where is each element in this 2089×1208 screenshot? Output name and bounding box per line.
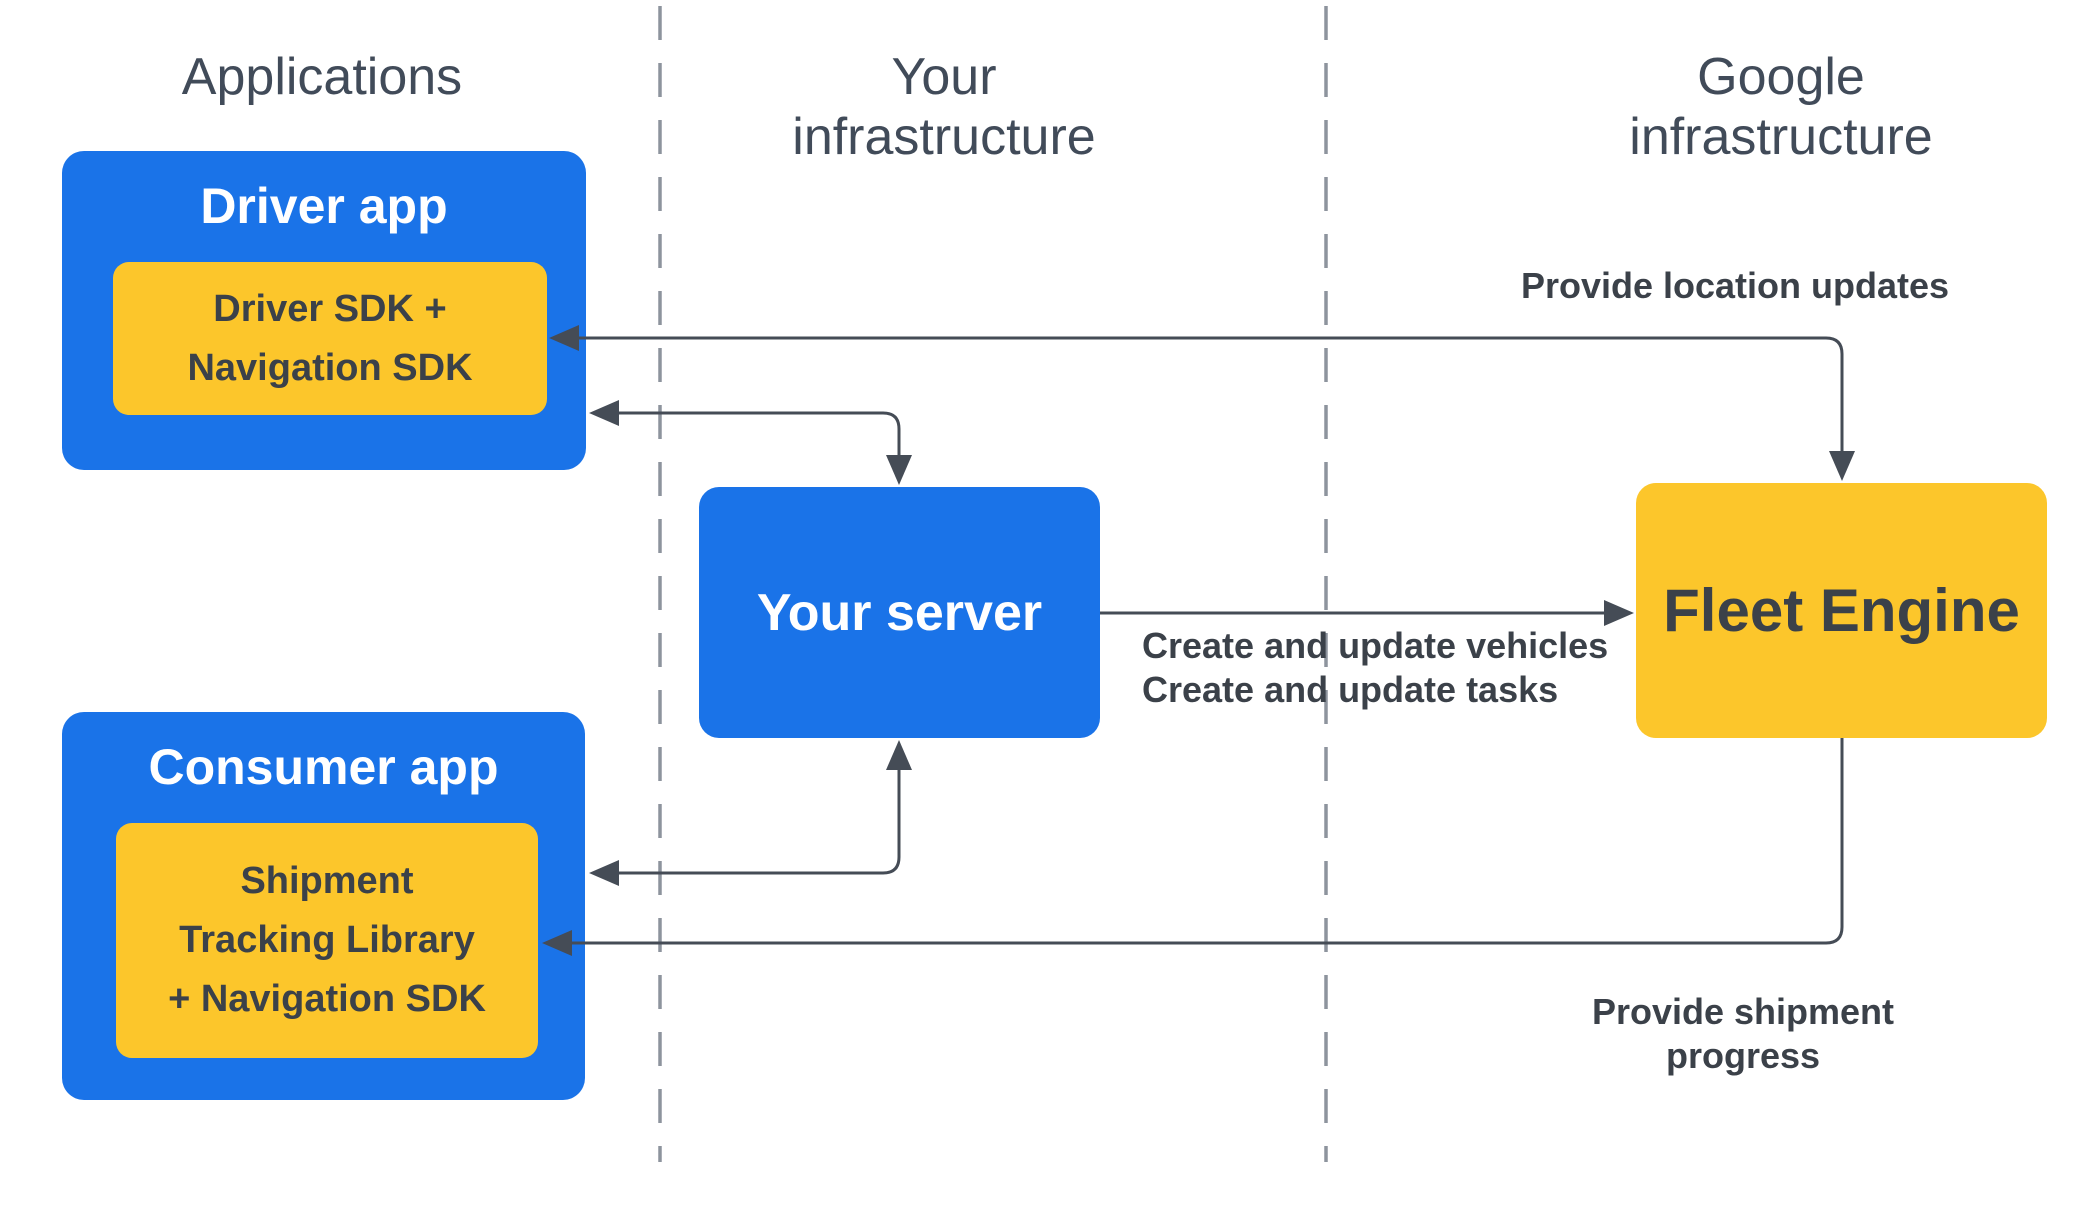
driver-sdk-line1: Driver SDK + <box>213 287 447 330</box>
edge-provide-location-updates <box>575 336 1844 455</box>
driver-app-title: Driver app <box>200 178 448 234</box>
fleet-engine-title: Fleet Engine <box>1663 577 2020 644</box>
shipment-tracking-library-node: Shipment Tracking Library + Navigation S… <box>116 823 538 1058</box>
arrowhead-into-your-server-top <box>886 455 912 485</box>
label-create-update-vehicles: Create and update vehicles <box>1142 625 1609 666</box>
driver-sdk-node: Driver SDK + Navigation SDK <box>113 262 547 415</box>
column-header-your-infrastructure: Your infrastructure <box>792 48 1096 166</box>
arrowhead-into-driver-app <box>589 400 619 426</box>
shipment-tracking-line2: Tracking Library <box>179 919 475 961</box>
driver-app-node: Driver app Driver SDK + Navigation SDK <box>62 151 586 470</box>
column-header-google-infrastructure: Google infrastructure <box>1629 48 1933 166</box>
your-server-title: Your server <box>756 583 1043 642</box>
edge-consumer-app-your-server <box>615 767 901 875</box>
shipment-tracking-line1: Shipment <box>240 860 414 902</box>
arrowhead-into-your-server-bottom <box>886 740 912 770</box>
your-server-node: Your server <box>699 487 1100 738</box>
arrowhead-into-fleet-engine-top <box>1829 451 1855 481</box>
label-provide-location-updates: Provide location updates <box>1520 265 1950 306</box>
driver-sdk-line2: Navigation SDK <box>187 346 473 389</box>
label-create-update-tasks: Create and update tasks <box>1142 669 1559 710</box>
arrowhead-into-fleet-engine-left <box>1604 600 1634 626</box>
consumer-app-node: Consumer app Shipment Tracking Library +… <box>62 712 585 1100</box>
edge-provide-shipment-progress <box>568 738 1844 945</box>
consumer-app-title: Consumer app <box>148 739 499 795</box>
edge-driver-app-your-server <box>615 411 901 458</box>
arrowhead-into-consumer-app <box>589 860 619 886</box>
label-create-and-update: Create and update vehicles Create and up… <box>1142 624 1622 712</box>
label-provide-shipment-progress: Provide shipment progress <box>1591 991 1895 1076</box>
column-header-applications: Applications <box>181 48 463 106</box>
fleet-engine-node: Fleet Engine <box>1636 483 2047 738</box>
shipment-tracking-line3: + Navigation SDK <box>168 978 486 1020</box>
